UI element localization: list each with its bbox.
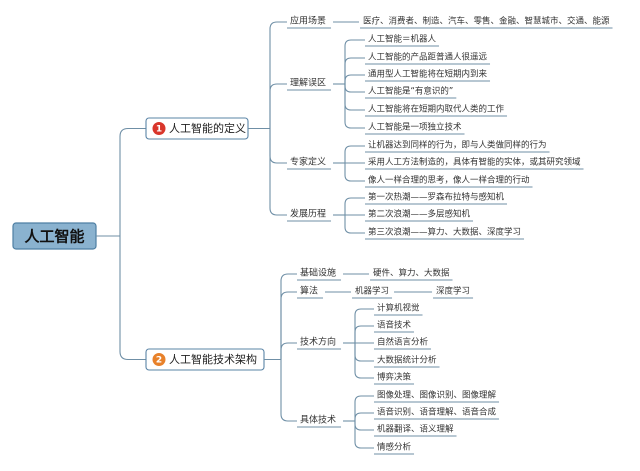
link-root-branch-2: [119, 236, 146, 361]
leaf-node-label: 自然语言分析: [377, 337, 429, 348]
leaf-node-label: 人工智能将在短期内取代人类的工作: [368, 104, 505, 115]
link-child-item: [354, 343, 374, 362]
sub-leaf-node-label: 深度学习: [436, 286, 470, 297]
link-branch-child: [269, 128, 287, 216]
leaf-node-label: 语音识别、语音理解、语音合成: [377, 407, 497, 418]
leaf-node-label: 博弈决策: [377, 372, 412, 383]
link-branch-child: [280, 291, 297, 360]
leaf-node-label: 人工智能＝机器人: [368, 34, 437, 45]
link-child-item: [344, 163, 365, 182]
child-node-label: 应用场景: [290, 15, 326, 27]
link-child-item: [344, 215, 365, 234]
leaf-node-label: 像人一样合理的思考，像人一样合理的行动: [368, 175, 530, 186]
link-child-item: [344, 84, 365, 129]
child-node-label: 理解误区: [290, 77, 326, 89]
child-node-label: 发展历程: [290, 208, 326, 220]
leaf-node-label: 让机器达到同样的行为，即与人类做同样的行为: [368, 140, 547, 151]
leaf-node-label: 采用人工方法制造的，具体有智能的实体，或其研究领域: [368, 157, 581, 168]
leaf-node-label: 第二次浪潮——多层感知机: [368, 209, 471, 220]
child-node-label: 基础设施: [300, 267, 336, 279]
link-child-item: [354, 308, 374, 343]
leaf-node-label: 人工智能是“有意识的”: [368, 86, 453, 97]
leaf-node-label: 机器学习: [355, 286, 389, 297]
link-branch-child: [280, 273, 297, 360]
leaf-node-label: 硬件、算力、大数据: [373, 268, 450, 279]
child-node-label: 算法: [300, 285, 318, 297]
leaf-node-label: 计算机视觉: [377, 303, 420, 314]
link-child-item: [344, 84, 365, 93]
link-child-item: [354, 395, 374, 421]
leaf-node-label: 通用型人工智能将在短期内到来: [368, 69, 488, 80]
leaf-node-label: 第三次浪潮——算力、大数据、深度学习: [368, 227, 521, 238]
leaf-node-label: 图像处理、图像识别、图像理解: [377, 390, 497, 401]
branch-number-badge: [152, 122, 166, 135]
link-root-branch-1: [119, 127, 146, 236]
link-child-item: [344, 145, 365, 163]
link-branch-child: [269, 128, 287, 164]
leaf-node-label: 人工智能是一项独立技术: [368, 122, 462, 133]
branch-label: 人工智能的定义: [169, 121, 246, 135]
leaf-node-label: 医疗、消费者、制造、汽车、零售、金融、智慧城市、交通、能源: [363, 16, 610, 27]
link-child-item: [354, 412, 374, 421]
link-child-item: [354, 421, 374, 431]
link-child-item: [344, 39, 365, 84]
link-branch-child: [269, 83, 287, 129]
link-branch-child: [269, 21, 287, 129]
branch-number-badge: [152, 353, 166, 366]
leaf-node-label: 第一次热潮——罗森布拉特与感知机: [368, 192, 505, 203]
child-node-label: 具体技术: [300, 414, 336, 426]
link-branch-child: [280, 342, 297, 360]
branch-number: 2: [156, 356, 162, 366]
link-child-item: [344, 74, 365, 84]
leaf-node-label: 大数据统计分析: [377, 355, 437, 366]
child-node-label: 技术方向: [300, 336, 336, 348]
child-node-label: 专家定义: [290, 156, 326, 168]
leaf-node-label: 情感分析: [377, 442, 412, 453]
branch-number: 1: [156, 125, 162, 135]
branch-label: 人工智能技术架构: [169, 352, 257, 366]
root-node-label: 人工智能: [24, 228, 84, 246]
link-child-item: [344, 57, 365, 84]
link-child-item: [354, 343, 374, 379]
leaf-node-label: 机器翻译、语义理解: [377, 424, 454, 435]
leaf-node-label: 语音技术: [377, 320, 412, 331]
link-child-item: [354, 325, 374, 343]
leaf-node-label: 人工智能的产品距普通人很遥远: [368, 52, 488, 63]
link-child-item: [344, 197, 365, 215]
link-branch-child: [280, 359, 297, 422]
link-child-item: [354, 421, 374, 449]
link-child-item: [344, 84, 365, 111]
